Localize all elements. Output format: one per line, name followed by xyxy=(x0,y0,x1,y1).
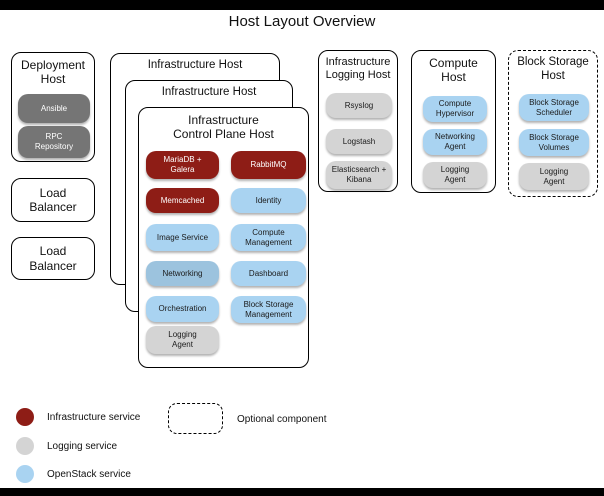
load-balancer-1-box: Load Balancer xyxy=(11,178,95,222)
legend-item-logging: Logging service xyxy=(16,437,117,455)
service-chip-networking: Networking xyxy=(146,261,219,286)
compute-host-title: Compute Host xyxy=(429,56,478,85)
service-chip-identity: Identity xyxy=(231,188,306,213)
legend-label-optional: Optional component xyxy=(237,413,327,425)
deployment-host-title: Deployment Host xyxy=(20,58,86,87)
bottom-black-bar xyxy=(0,488,604,496)
service-chip-rpc-repository: RPC Repository xyxy=(18,126,90,158)
deployment-host-box: Deployment Host Ansible RPC Repository xyxy=(11,52,95,162)
service-chip-logging-agent-compute: Logging Agent xyxy=(423,162,487,188)
service-chip-block-storage-scheduler: Block Storage Scheduler xyxy=(519,94,589,121)
page-title: Host Layout Overview xyxy=(228,13,376,30)
load-balancer-2-title: Load Balancer xyxy=(29,244,77,273)
legend-label-logging: Logging service xyxy=(47,440,118,452)
logging-service-swatch-icon xyxy=(16,437,34,455)
service-chip-logstash: Logstash xyxy=(326,129,392,154)
service-chip-elasticsearch-kibana: Elasticsearch + Kibana xyxy=(326,161,392,189)
service-chip-rsyslog: Rsyslog xyxy=(326,93,392,118)
service-chip-block-storage-volumes: Block Storage Volumes xyxy=(519,129,589,156)
control-plane-host-box: Infrastructure Control Plane Host MariaD… xyxy=(138,107,309,368)
legend-label-infrastructure: Infrastructure service xyxy=(47,411,141,423)
service-chip-networking-agent: Networking Agent xyxy=(423,129,487,155)
block-storage-host-title: Block Storage Host xyxy=(517,56,589,82)
service-chip-ansible: Ansible xyxy=(18,94,90,123)
infrastructure-host-middle-title: Infrastructure Host xyxy=(161,86,257,98)
legend-item-openstack: OpenStack service xyxy=(16,465,131,483)
block-storage-host-box: Block Storage Host Block Storage Schedul… xyxy=(508,50,598,197)
service-chip-image-service: Image Service xyxy=(146,224,219,251)
infrastructure-service-swatch-icon xyxy=(16,408,34,426)
service-chip-rabbitmq: RabbitMQ xyxy=(231,151,306,179)
service-chip-logging-agent-block-storage: Logging Agent xyxy=(519,163,589,190)
service-chip-compute-hypervisor: Compute Hypervisor xyxy=(423,96,487,122)
optional-component-swatch-icon xyxy=(168,403,223,434)
control-plane-host-title: Infrastructure Control Plane Host xyxy=(173,113,274,142)
legend-item-optional: Optional component xyxy=(237,410,327,428)
top-black-bar xyxy=(0,0,604,10)
legend-label-openstack: OpenStack service xyxy=(47,468,131,480)
legend-item-infrastructure: Infrastructure service xyxy=(16,408,140,426)
service-chip-compute-management: Compute Management xyxy=(231,224,306,251)
service-chip-logging-agent-control-plane: Logging Agent xyxy=(146,326,219,354)
load-balancer-2-box: Load Balancer xyxy=(11,237,95,280)
service-chip-mariadb-galera: MariaDB + Galera xyxy=(146,151,219,179)
service-chip-dashboard: Dashboard xyxy=(231,261,306,286)
openstack-service-swatch-icon xyxy=(16,465,34,483)
load-balancer-1-title: Load Balancer xyxy=(29,185,77,214)
service-chip-block-storage-management: Block Storage Management xyxy=(231,296,306,323)
logging-host-box: Infrastructure Logging Host Rsyslog Logs… xyxy=(318,50,398,192)
infrastructure-host-outer-title: Infrastructure Host xyxy=(147,59,243,71)
service-chip-orchestration: Orchestration xyxy=(146,296,219,322)
service-chip-memcached: Memcached xyxy=(146,188,219,213)
logging-host-title: Infrastructure Logging Host xyxy=(325,56,391,81)
compute-host-box: Compute Host Compute Hypervisor Networki… xyxy=(411,50,496,193)
